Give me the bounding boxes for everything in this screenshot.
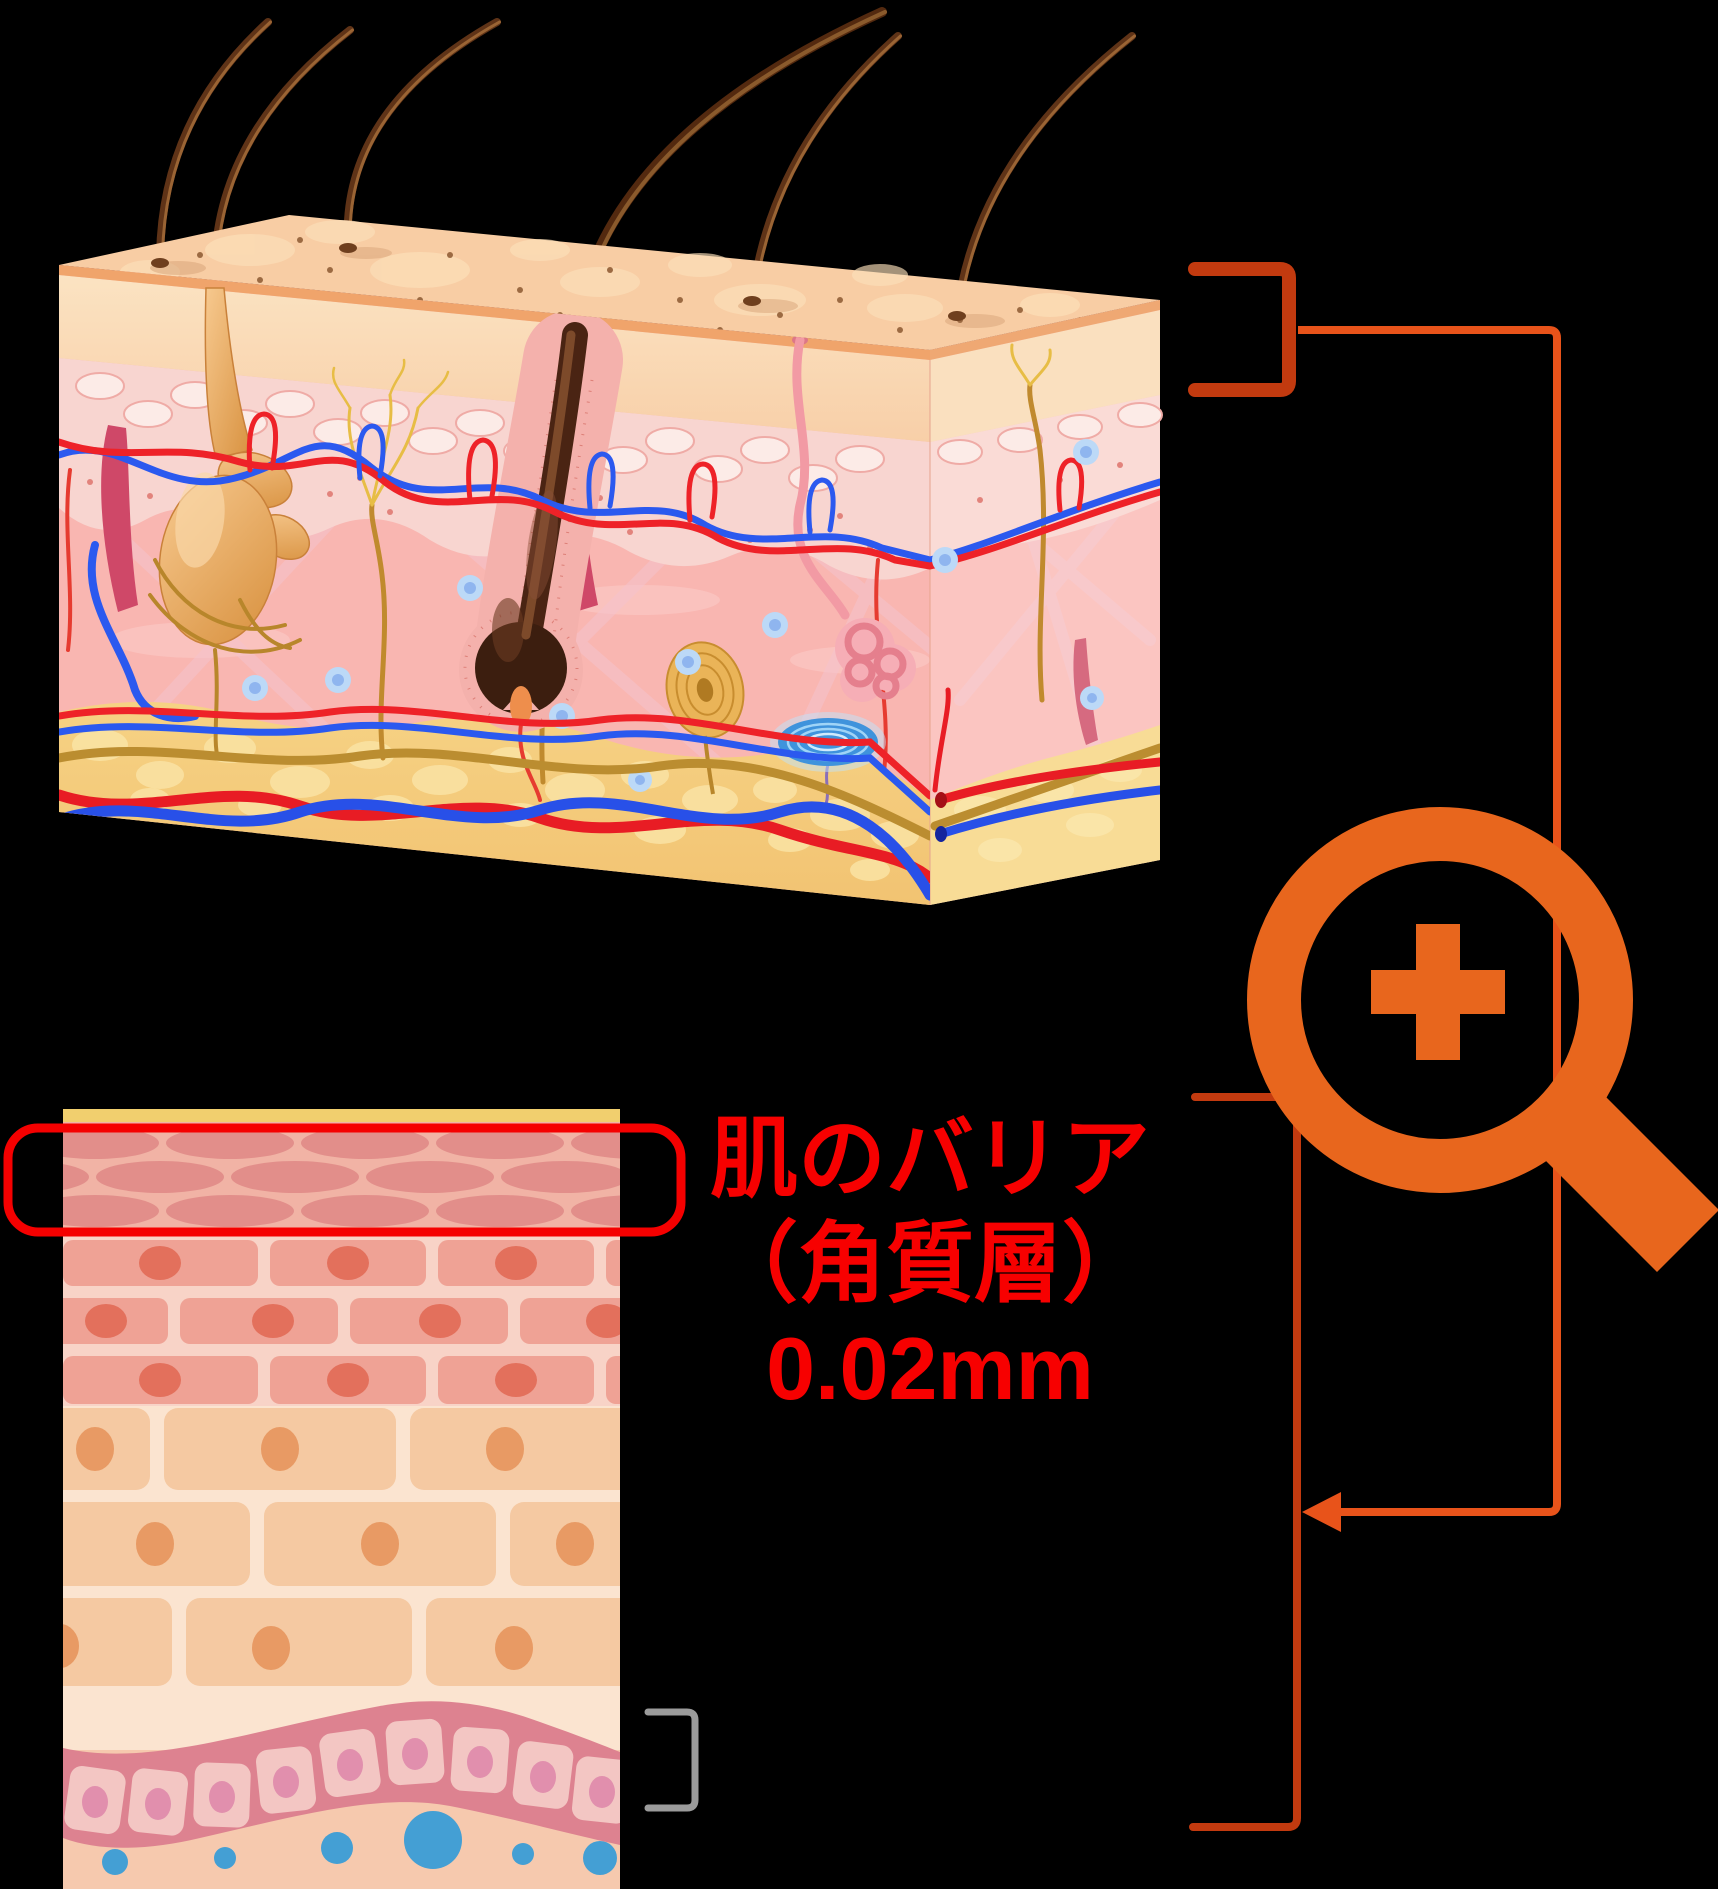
dermis-cells-dots [102,1811,617,1875]
magnifier-plus-icon [1247,807,1718,1272]
plus-icon [1416,924,1460,1060]
dermal-papilla [510,686,532,726]
epidermis-upper-layer [59,275,930,442]
stratum-corneum-layer [63,1122,620,1234]
magnifier-ring [1247,807,1633,1193]
stratum-corneum-highlight-box [3,1123,686,1237]
connector-line [1298,326,1561,1516]
stratum-corneum-annotation: 肌のバリア （角質層） 0.02mm [530,1106,1330,1421]
sweat-gland [792,335,916,702]
annotation-line-2: （角質層） [709,1214,1150,1313]
granular-cell-layer [63,1234,620,1406]
basal-layer-bracket [644,1708,699,1812]
sebum-film-layer [63,1109,620,1122]
basal-cell-layer [63,1701,620,1848]
immune-cells [242,575,788,792]
stratum-corneum-zoom-diagram [3,1109,686,1889]
annotation-line-1: 肌のバリア [709,1109,1150,1208]
spinous-cell-layer [63,1408,620,1686]
skin-cross-section-3d [59,7,1163,905]
skin-surface-edge [59,265,930,360]
capillary-network [59,411,930,570]
left-arrow-icon [1302,1492,1341,1532]
deep-vessels [59,705,930,901]
epidermis-bracket [1188,262,1296,397]
magnifier-handle [1524,1077,1718,1272]
annotation-line-3: 0.02mm [766,1319,1094,1418]
